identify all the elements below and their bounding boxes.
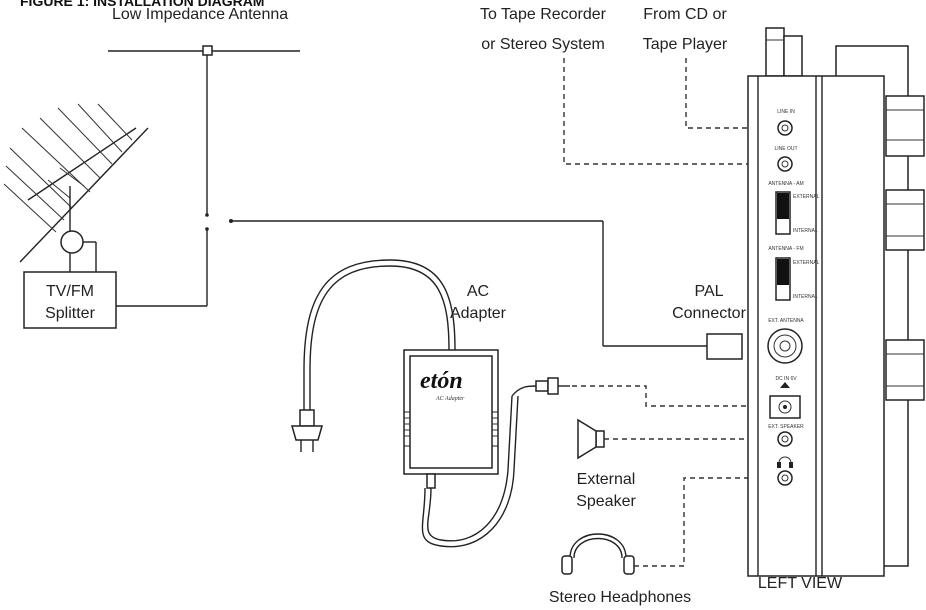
ac-adapter: etón AC Adapter — [303, 259, 537, 548]
speaker-label-line2: Speaker — [576, 493, 636, 510]
headphone-symbol-icon — [777, 456, 793, 468]
cd-player-label-line2: Tape Player — [643, 36, 728, 53]
headphone-jack[interactable] — [777, 470, 793, 486]
ext-antenna-socket[interactable] — [767, 328, 803, 364]
tape-recorder-label-line1: To Tape Recorder — [480, 6, 607, 23]
ac-adapter-label-line2: Adapter — [450, 305, 507, 322]
line-out-cable — [563, 58, 776, 165]
pal-cable — [229, 219, 707, 347]
headphones-label: Stereo Headphones — [549, 589, 691, 606]
ac-plug — [291, 409, 323, 452]
panel-line-in-label: LINE IN — [777, 109, 795, 115]
line-in-jack[interactable] — [777, 120, 793, 136]
line-in-cable — [685, 58, 776, 129]
panel-dc-in-label: DC IN 6V — [775, 376, 797, 382]
speaker-label-line1: External — [577, 471, 636, 488]
low-impedance-antenna — [108, 45, 300, 214]
splitter-label-line1: TV/FM — [46, 283, 94, 300]
am-switch-external: EXTERNAL — [793, 194, 820, 200]
adapter-subtitle: AC Adapter — [435, 396, 465, 402]
ext-speaker-jack[interactable] — [777, 431, 793, 447]
ac-adapter-label-line1: AC — [467, 283, 489, 300]
dc-in-cable — [572, 385, 770, 407]
panel-antenna-fm-label: ANTENNA - FM — [768, 246, 803, 252]
tv-antenna-icon — [3, 103, 149, 272]
antenna-label: Low Impedance Antenna — [112, 6, 288, 23]
cd-player-label-line1: From CD or — [643, 6, 727, 23]
panel-line-out-label: LINE OUT — [774, 146, 797, 152]
radio-left-view — [747, 27, 925, 577]
fm-switch-internal: INTERNAL — [793, 294, 818, 300]
adapter-brand: etón — [420, 368, 463, 394]
splitter-box — [23, 271, 117, 329]
headphones-cable — [634, 477, 776, 567]
panel-ext-speaker-label: EXT. SPEAKER — [768, 424, 804, 430]
panel-antenna-am-label: ANTENNA - AM — [768, 181, 803, 187]
splitter-label-line2: Splitter — [45, 305, 95, 322]
left-view-label: LEFT VIEW — [758, 575, 843, 592]
fm-switch-external: EXTERNAL — [793, 260, 820, 266]
pal-connector — [706, 333, 743, 360]
figure-title: FIGURE 1: INSTALLATION DIAGRAM — [20, 0, 264, 9]
speaker-icon — [577, 418, 605, 460]
antenna-coupler — [116, 213, 209, 307]
dc-polarity-icon — [780, 382, 790, 388]
dc-plug — [535, 377, 570, 395]
am-switch-internal: INTERNAL — [793, 228, 818, 234]
tape-recorder-label-line2: or Stereo System — [481, 36, 605, 53]
pal-label-line1: PAL — [694, 283, 723, 300]
pal-label-line2: Connector — [672, 305, 746, 322]
headphones-icon — [561, 533, 635, 575]
line-out-jack[interactable] — [777, 156, 793, 172]
panel-ext-antenna-label: EXT. ANTENNA — [768, 318, 804, 324]
